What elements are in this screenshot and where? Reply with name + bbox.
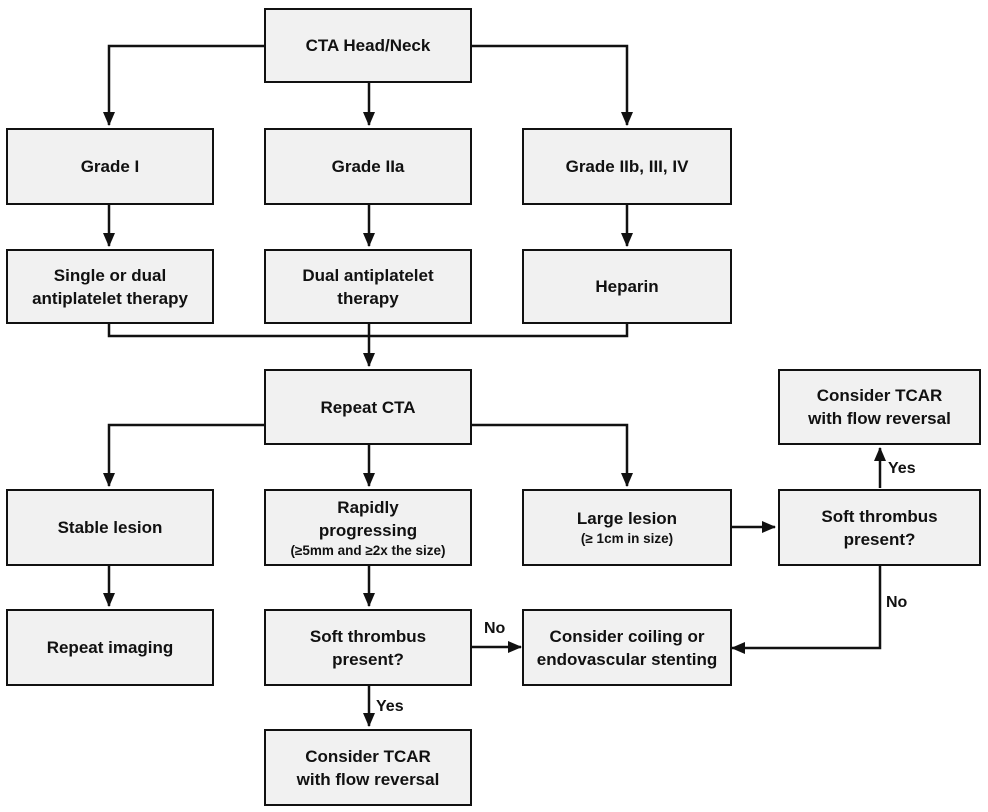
grade-1-text: Grade I (80, 157, 140, 176)
grade-2a-box: Grade IIa (264, 128, 472, 205)
tcar-top-right-line-1: Consider TCAR (816, 386, 943, 405)
rapidly-progressing-line-2: progressing (318, 520, 418, 540)
cta-head-neck-text: CTA Head/Neck (305, 36, 431, 55)
rapidly-progressing-line-1: Rapidly (337, 497, 399, 517)
edge-label-yes-right: Yes (888, 460, 916, 477)
tcar-bottom-line-1: Consider TCAR (305, 746, 431, 766)
rapidly-progressing-criteria: (≥5mm and ≥2x the size) (290, 542, 446, 558)
repeat-cta-box: Repeat CTA (264, 369, 472, 445)
soft-thrombus-right-box: Soft thrombus present? (778, 489, 981, 566)
soft-thrombus-center-line-1: Soft thrombus (309, 626, 427, 646)
edge-label-no-right: No (886, 594, 908, 611)
edge-repeat-to-stable (103, 423, 264, 487)
dual-antiplatelet-line-1: Dual antiplatelet (302, 265, 434, 285)
large-lesion-line-1: Large lesion (576, 509, 678, 528)
edge-therapies-merge (107, 324, 629, 338)
edge-repeat-to-large (472, 423, 633, 487)
stable-lesion-box: Stable lesion (6, 489, 214, 566)
single-dual-antiplatelet-box: Single or dual antiplatelet therapy (6, 249, 214, 324)
heparin-text: Heparin (595, 277, 659, 296)
dual-antiplatelet-box: Dual antiplatelet therapy (264, 249, 472, 324)
edge-label-yes-bottom: Yes (376, 698, 404, 715)
edge-cta-to-grade-1 (103, 44, 264, 126)
tcar-bottom-line-2: with flow reversal (296, 769, 440, 789)
single-dual-antiplatelet-line-2: antiplatelet therapy (32, 288, 188, 308)
edge-cta-to-grade-2b (472, 44, 633, 126)
grade-2b-3-4-text: Grade IIb, III, IV (565, 157, 689, 176)
tcar-top-right-box: Consider TCAR with flow reversal (778, 369, 981, 445)
repeat-imaging-text: Repeat imaging (46, 638, 174, 657)
tcar-bottom-box: Consider TCAR with flow reversal (264, 729, 472, 806)
edge-label-no-center: No (484, 620, 506, 637)
repeat-imaging-box: Repeat imaging (6, 609, 214, 686)
coiling-stenting-line-1: Consider coiling or (549, 626, 705, 646)
repeat-cta-text: Repeat CTA (320, 397, 416, 417)
large-lesion-box: Large lesion (≥ 1cm in size) (522, 489, 732, 566)
soft-thrombus-right-line-2: present? (843, 529, 916, 549)
soft-thrombus-right-line-1: Soft thrombus (821, 506, 938, 526)
stable-lesion-text: Stable lesion (57, 518, 163, 537)
grade-1-box: Grade I (6, 128, 214, 205)
heparin-box: Heparin (522, 249, 732, 324)
rapidly-progressing-box: Rapidly progressing (≥5mm and ≥2x the si… (264, 489, 472, 566)
soft-thrombus-center-box: Soft thrombus present? (264, 609, 472, 686)
dual-antiplatelet-line-2: therapy (337, 288, 399, 308)
grade-2a-text: Grade IIa (331, 157, 405, 176)
coiling-stenting-box: Consider coiling or endovascular stentin… (522, 609, 732, 686)
single-dual-antiplatelet-line-1: Single or dual (53, 265, 167, 285)
edge-thrombus-right-no (731, 566, 882, 654)
grade-2b-3-4-box: Grade IIb, III, IV (522, 128, 732, 205)
tcar-top-right-line-2: with flow reversal (808, 409, 951, 428)
coiling-stenting-line-2: endovascular stenting (536, 649, 718, 669)
large-lesion-criteria: (≥ 1cm in size) (580, 531, 674, 546)
cta-head-neck-box: CTA Head/Neck (264, 8, 472, 83)
soft-thrombus-center-line-2: present? (332, 649, 404, 669)
